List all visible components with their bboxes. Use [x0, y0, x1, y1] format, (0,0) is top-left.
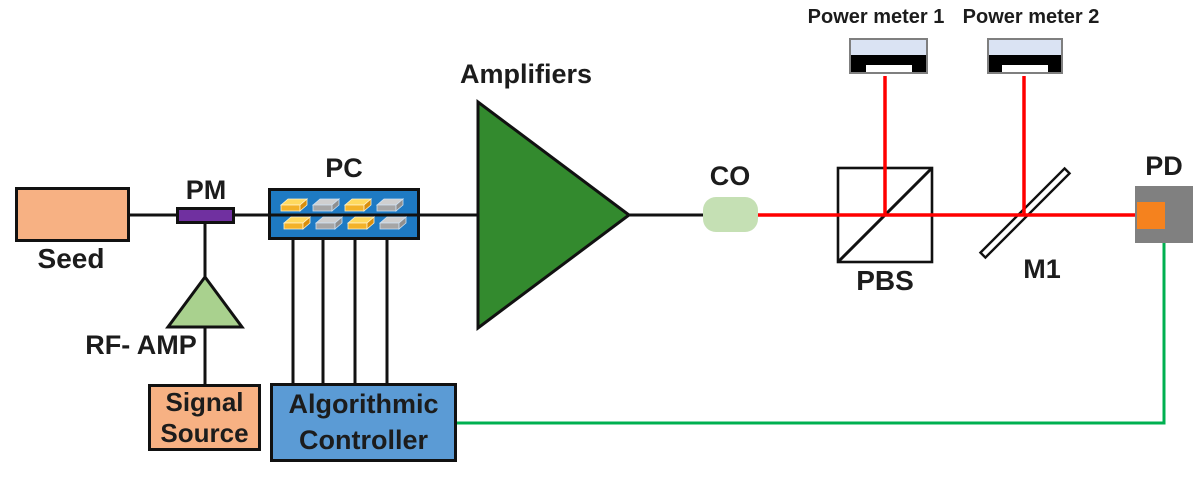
- power-meter-1: [849, 38, 928, 74]
- pc-plate-3-bottom-face: [347, 222, 368, 230]
- pbs-label: PBS: [856, 265, 914, 296]
- pc-plate-4-bottom-face: [379, 222, 400, 230]
- algorithmic-controller-box: Algorithmic Controller: [270, 383, 457, 462]
- pm-box: [176, 207, 235, 224]
- pc-plate-1-top-face: [299, 198, 308, 212]
- algorithmic-controller-line2: Controller: [298, 424, 428, 455]
- m1-label: M1: [1023, 254, 1061, 284]
- amplifiers-label: Amplifiers: [459, 59, 593, 89]
- pm-label: PM: [185, 175, 227, 205]
- pc-plate-4-bottom: [378, 216, 408, 230]
- co-collimator: [703, 197, 758, 232]
- pc-plate-3-bottom-face: [366, 216, 375, 230]
- pc-plate-1-bottom: [282, 216, 312, 230]
- pd-active-area: [1137, 202, 1165, 229]
- pc-plate-4-top: [375, 198, 405, 212]
- signal-source-line2: Source: [160, 417, 249, 448]
- power-meter-2-label: Power meter 2: [962, 6, 1100, 28]
- pc-plate-2-top: [311, 198, 341, 212]
- rf-amp-triangle: [165, 274, 245, 329]
- pc-plate-3-top-face: [344, 204, 365, 212]
- amplifiers-triangle: [476, 99, 632, 331]
- pc-plate-4-bottom-face: [398, 216, 407, 230]
- co-label: CO: [709, 161, 751, 191]
- pc-plate-4-top-face: [395, 198, 404, 212]
- pc-plate-1-bottom-face: [283, 222, 304, 230]
- pc-plate-2-top-face: [312, 204, 333, 212]
- power-meter-1-notch: [865, 65, 912, 72]
- pd-label: PD: [1145, 151, 1183, 181]
- pc-plate-2-bottom-face: [315, 222, 336, 230]
- pc-box: [268, 188, 420, 240]
- pc-label: PC: [325, 153, 363, 183]
- power-meter-2-notch: [1002, 65, 1048, 72]
- pc-plate-4-top-face: [376, 204, 397, 212]
- pc-plate-3-bottom: [346, 216, 376, 230]
- signal-source-line1: Signal: [165, 386, 244, 417]
- rf-amp-label: RF- AMP: [85, 330, 197, 360]
- pc-plate-3-top-face: [363, 198, 372, 212]
- pc-plate-2-bottom: [314, 216, 344, 230]
- power-meter-1-label: Power meter 1: [807, 6, 945, 28]
- power-meter-2: [987, 38, 1063, 74]
- feedback-line-pd-to-controller: [457, 242, 1166, 425]
- pc-plate-2-bottom-face: [334, 216, 343, 230]
- pc-plate-1-top: [279, 198, 309, 212]
- pc-plates: [271, 198, 417, 230]
- pc-plate-1-top-face: [280, 204, 301, 212]
- pc-plate-3-top: [343, 198, 373, 212]
- seed-box: [15, 187, 130, 242]
- pc-plate-1-bottom-face: [302, 216, 311, 230]
- algorithmic-controller-line1: Algorithmic: [288, 389, 439, 420]
- seed-label: Seed: [37, 243, 105, 274]
- signal-source-box: Signal Source: [148, 384, 261, 451]
- pc-plate-2-top-face: [331, 198, 340, 212]
- pd-box: [1135, 186, 1193, 243]
